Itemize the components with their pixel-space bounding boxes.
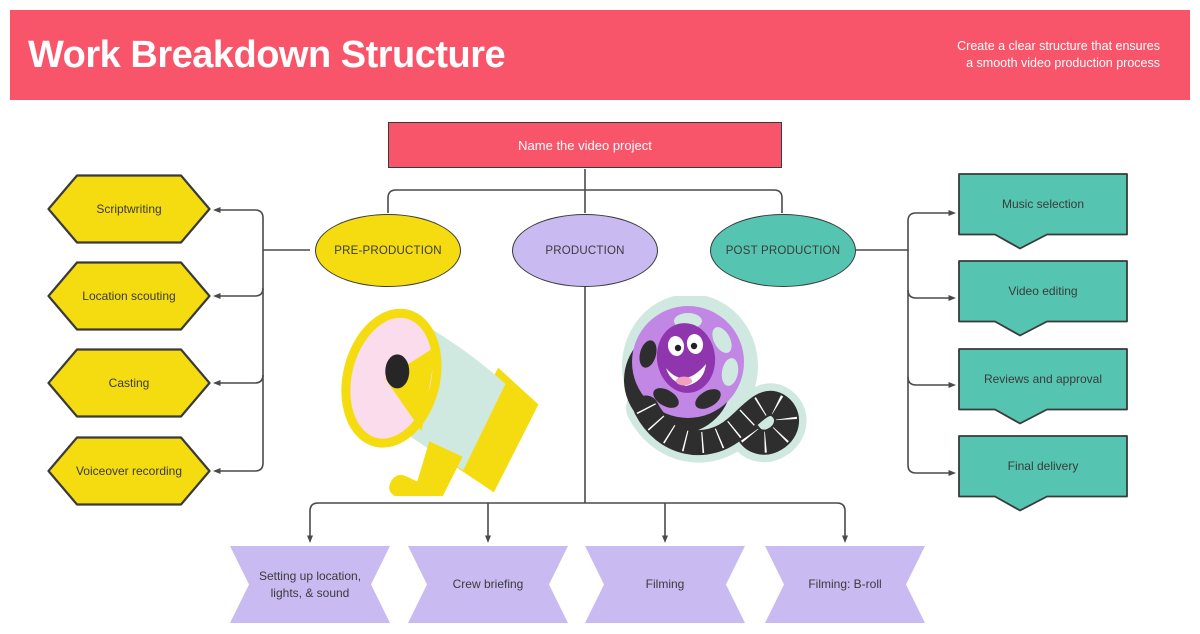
node-crew-briefing: Crew briefing: [408, 546, 568, 623]
hexagon-shape: [47, 348, 211, 418]
task-label: Music selection: [1001, 197, 1085, 211]
task-label: Casting: [108, 376, 150, 390]
task-label: Video editing: [1008, 284, 1078, 298]
node-filming-b-roll: Filming: B-roll: [765, 546, 925, 623]
root-node: Name the video project: [388, 122, 782, 168]
header-tagline: Create a clear structure that ensures a …: [957, 38, 1160, 73]
pointed-banner-shape: [958, 173, 1128, 250]
header-banner: Work Breakdown Structure Create a clear …: [10, 10, 1190, 100]
tagline-line-2: a smooth video production process: [966, 56, 1160, 70]
film-reel-illustration: [622, 296, 807, 463]
node-location-scouting: Location scouting: [47, 261, 211, 331]
task-label: Final delivery: [1007, 459, 1079, 473]
task-label: Filming: [645, 577, 685, 592]
task-label: Setting up location, lights, & sound: [258, 569, 362, 600]
node-music-selection: Music selection: [958, 173, 1128, 250]
task-label: Crew briefing: [452, 577, 524, 592]
node-reviews-and-approval: Reviews and approval: [958, 348, 1128, 425]
megaphone-illustration: [341, 308, 539, 496]
ribbon-shape: [230, 546, 390, 623]
hexagon-shape: [47, 261, 211, 331]
hexagon-shape: [47, 174, 211, 244]
phase-node-production: PRODUCTION: [512, 214, 658, 287]
task-label: Voiceover recording: [75, 464, 183, 478]
ribbon-shape: [585, 546, 745, 623]
ribbon-shape: [765, 546, 925, 623]
node-filming: Filming: [585, 546, 745, 623]
pointed-banner-shape: [958, 348, 1128, 425]
node-setting-up-location: Setting up location, lights, & sound: [230, 546, 390, 623]
task-label: Filming: B-roll: [808, 577, 882, 592]
pointed-banner-shape: [958, 435, 1128, 512]
ribbon-shape: [408, 546, 568, 623]
node-voiceover-recording: Voiceover recording: [47, 436, 211, 506]
phase-node-post-production: POST PRODUCTION: [710, 214, 856, 287]
task-label: Scriptwriting: [96, 202, 162, 216]
tagline-line-1: Create a clear structure that ensures: [957, 38, 1160, 53]
node-final-delivery: Final delivery: [958, 435, 1128, 512]
node-video-editing: Video editing: [958, 260, 1128, 337]
node-scriptwriting: Scriptwriting: [47, 174, 211, 244]
page-title: Work Breakdown Structure: [28, 33, 506, 76]
pointed-banner-shape: [958, 260, 1128, 337]
hexagon-shape: [47, 436, 211, 506]
phase-node-pre-production: PRE-PRODUCTION: [315, 214, 461, 287]
node-casting: Casting: [47, 348, 211, 418]
task-label: Reviews and approval: [983, 372, 1103, 386]
task-label: Location scouting: [82, 289, 176, 303]
